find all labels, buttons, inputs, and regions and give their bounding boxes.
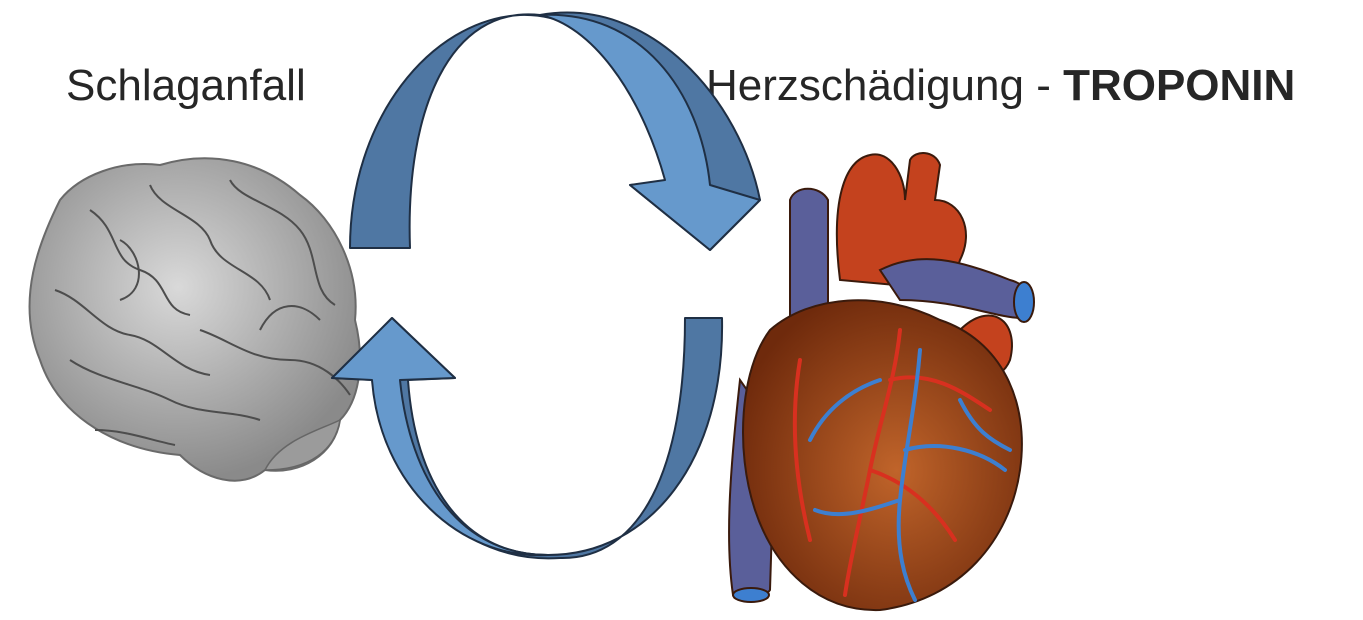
cycle-arrows-icon <box>332 13 760 559</box>
heart-icon <box>729 153 1034 610</box>
brain-icon <box>30 158 360 480</box>
